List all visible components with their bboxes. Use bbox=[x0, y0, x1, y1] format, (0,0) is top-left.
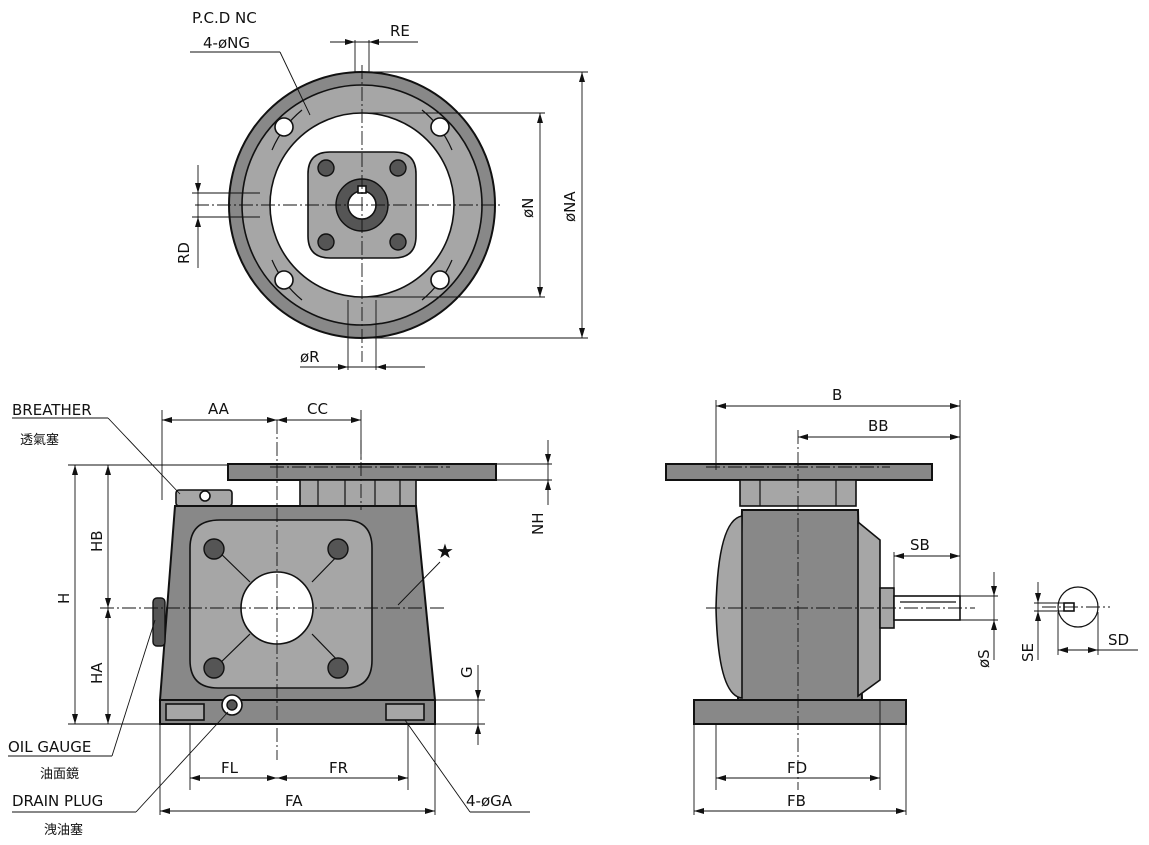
side-view bbox=[665, 400, 998, 815]
label-n: øN bbox=[519, 198, 537, 218]
label-drain-plug-zh: 洩油塞 bbox=[44, 822, 83, 838]
label-se: SE bbox=[1019, 643, 1037, 662]
inner-bolt bbox=[317, 233, 335, 251]
label-nh: NH bbox=[529, 513, 547, 536]
top-view bbox=[190, 39, 588, 370]
label-ga: 4-øGA bbox=[466, 792, 513, 810]
label-bb: BB bbox=[868, 417, 889, 435]
cover-bolt bbox=[327, 657, 349, 679]
side-cover-right bbox=[857, 520, 881, 698]
label-ng: 4-øNG bbox=[203, 34, 250, 52]
label-na: øNA bbox=[561, 191, 579, 222]
side-base bbox=[693, 699, 907, 725]
boss bbox=[299, 479, 417, 507]
oil-gauge bbox=[152, 597, 166, 647]
label-fb: FB bbox=[787, 792, 806, 810]
label-g: G bbox=[458, 666, 476, 678]
cover-bolt bbox=[327, 538, 349, 560]
cover-bolt bbox=[203, 657, 225, 679]
side-housing bbox=[736, 509, 864, 701]
shaft-end-detail bbox=[1034, 582, 1138, 660]
label-s: øS bbox=[975, 649, 993, 668]
flange-plate bbox=[227, 463, 497, 481]
label-oil-gauge: OIL GAUGE bbox=[8, 738, 91, 756]
label-fd: FD bbox=[787, 759, 807, 777]
cover-bolt bbox=[203, 538, 225, 560]
label-hb: HB bbox=[88, 530, 106, 552]
label-ha: HA bbox=[88, 662, 106, 684]
label-r: øR bbox=[300, 348, 320, 366]
label-fa: FA bbox=[285, 792, 303, 810]
label-fl: FL bbox=[221, 759, 239, 777]
outer-bolt-hole bbox=[274, 270, 294, 290]
foot-left bbox=[165, 703, 205, 721]
inner-bolt bbox=[317, 159, 335, 177]
label-re: RE bbox=[390, 22, 410, 40]
label-breather: BREATHER bbox=[12, 401, 92, 419]
label-sd: SD bbox=[1108, 631, 1129, 649]
label-drain-plug: DRAIN PLUG bbox=[12, 792, 103, 810]
label-aa: AA bbox=[208, 400, 230, 418]
label-oil-gauge-zh: 油面鏡 bbox=[40, 767, 79, 782]
label-sb: SB bbox=[910, 536, 930, 554]
foot-right bbox=[385, 703, 425, 721]
label-cc: CC bbox=[307, 400, 328, 418]
side-flange-plate bbox=[665, 463, 933, 481]
outer-bolt-hole bbox=[430, 270, 450, 290]
label-pcd-nc: P.C.D NC bbox=[192, 9, 257, 27]
front-view bbox=[8, 410, 552, 815]
side-cover-left bbox=[715, 515, 743, 699]
label-h: H bbox=[55, 593, 73, 604]
label-rd: RD bbox=[175, 242, 193, 264]
label-star: ★ bbox=[436, 539, 454, 563]
inner-bolt bbox=[389, 233, 407, 251]
label-breather-zh: 透氣塞 bbox=[20, 432, 59, 448]
inner-bolt bbox=[389, 159, 407, 177]
outer-bolt-hole bbox=[274, 117, 294, 137]
outer-bolt-hole bbox=[430, 117, 450, 137]
label-fr: FR bbox=[329, 759, 348, 777]
label-b: B bbox=[832, 386, 842, 404]
